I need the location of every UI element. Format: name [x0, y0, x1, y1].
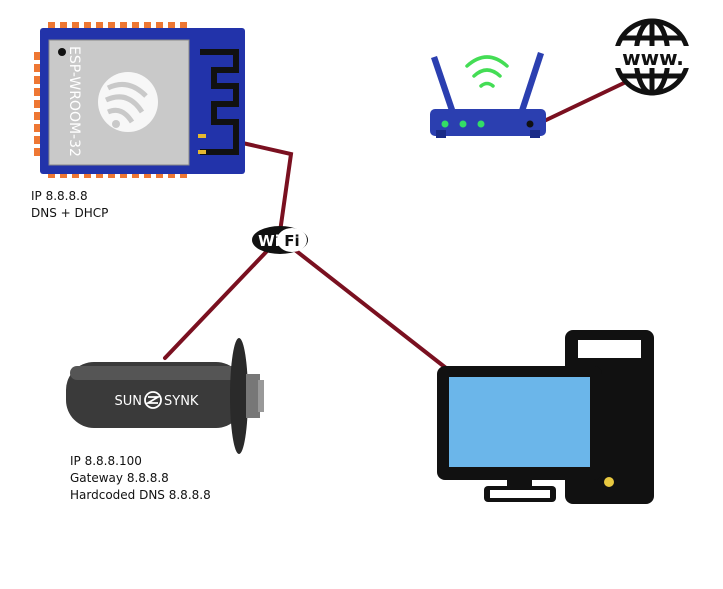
sunsynk-logo-icon	[144, 391, 162, 409]
esp32-module: ESP-WROOM-32	[34, 22, 245, 178]
wifi-badge-right: Fi	[284, 232, 299, 250]
link-wifi-to-computer	[293, 248, 448, 370]
router-led	[441, 120, 449, 128]
sunsynk-dns: Hardcoded DNS 8.8.8.8	[70, 488, 211, 502]
sunsynk-gateway: Gateway 8.8.8.8	[70, 471, 169, 485]
wifi-badge: Wi Fi	[252, 226, 308, 254]
esp32-label: IP 8.8.8.8 DNS + DHCP	[31, 188, 108, 222]
esp32-module-text: ESP-WROOM-32	[66, 46, 82, 157]
sunsynk-label: IP 8.8.8.100 Gateway 8.8.8.8 Hardcoded D…	[70, 453, 211, 504]
internet-label: www.	[622, 46, 684, 70]
esp32-ip: IP 8.8.8.8	[31, 189, 88, 203]
desktop-computer-icon	[437, 330, 654, 504]
link-wifi-to-sunsynk	[163, 248, 270, 360]
link-router-to-internet	[540, 80, 628, 124]
wifi-badge-left: Wi	[258, 232, 280, 250]
router-led	[477, 120, 485, 128]
esp32-antenna	[200, 49, 239, 155]
wifi-signal-icon	[465, 55, 509, 88]
sunsynk-ip: IP 8.8.8.100	[70, 454, 142, 468]
router-icon	[430, 52, 546, 138]
sunsynk-brand-right: SYNK	[164, 394, 199, 409]
sunsynk-dongle: SUN SYNK	[66, 338, 264, 454]
connection-lines	[163, 80, 628, 370]
espressif-logo	[98, 72, 158, 132]
esp32-role: DNS + DHCP	[31, 206, 109, 220]
link-esp32-to-wifi	[236, 140, 294, 234]
sunsynk-brand-left: SUN	[115, 394, 143, 409]
router-led	[459, 120, 467, 128]
